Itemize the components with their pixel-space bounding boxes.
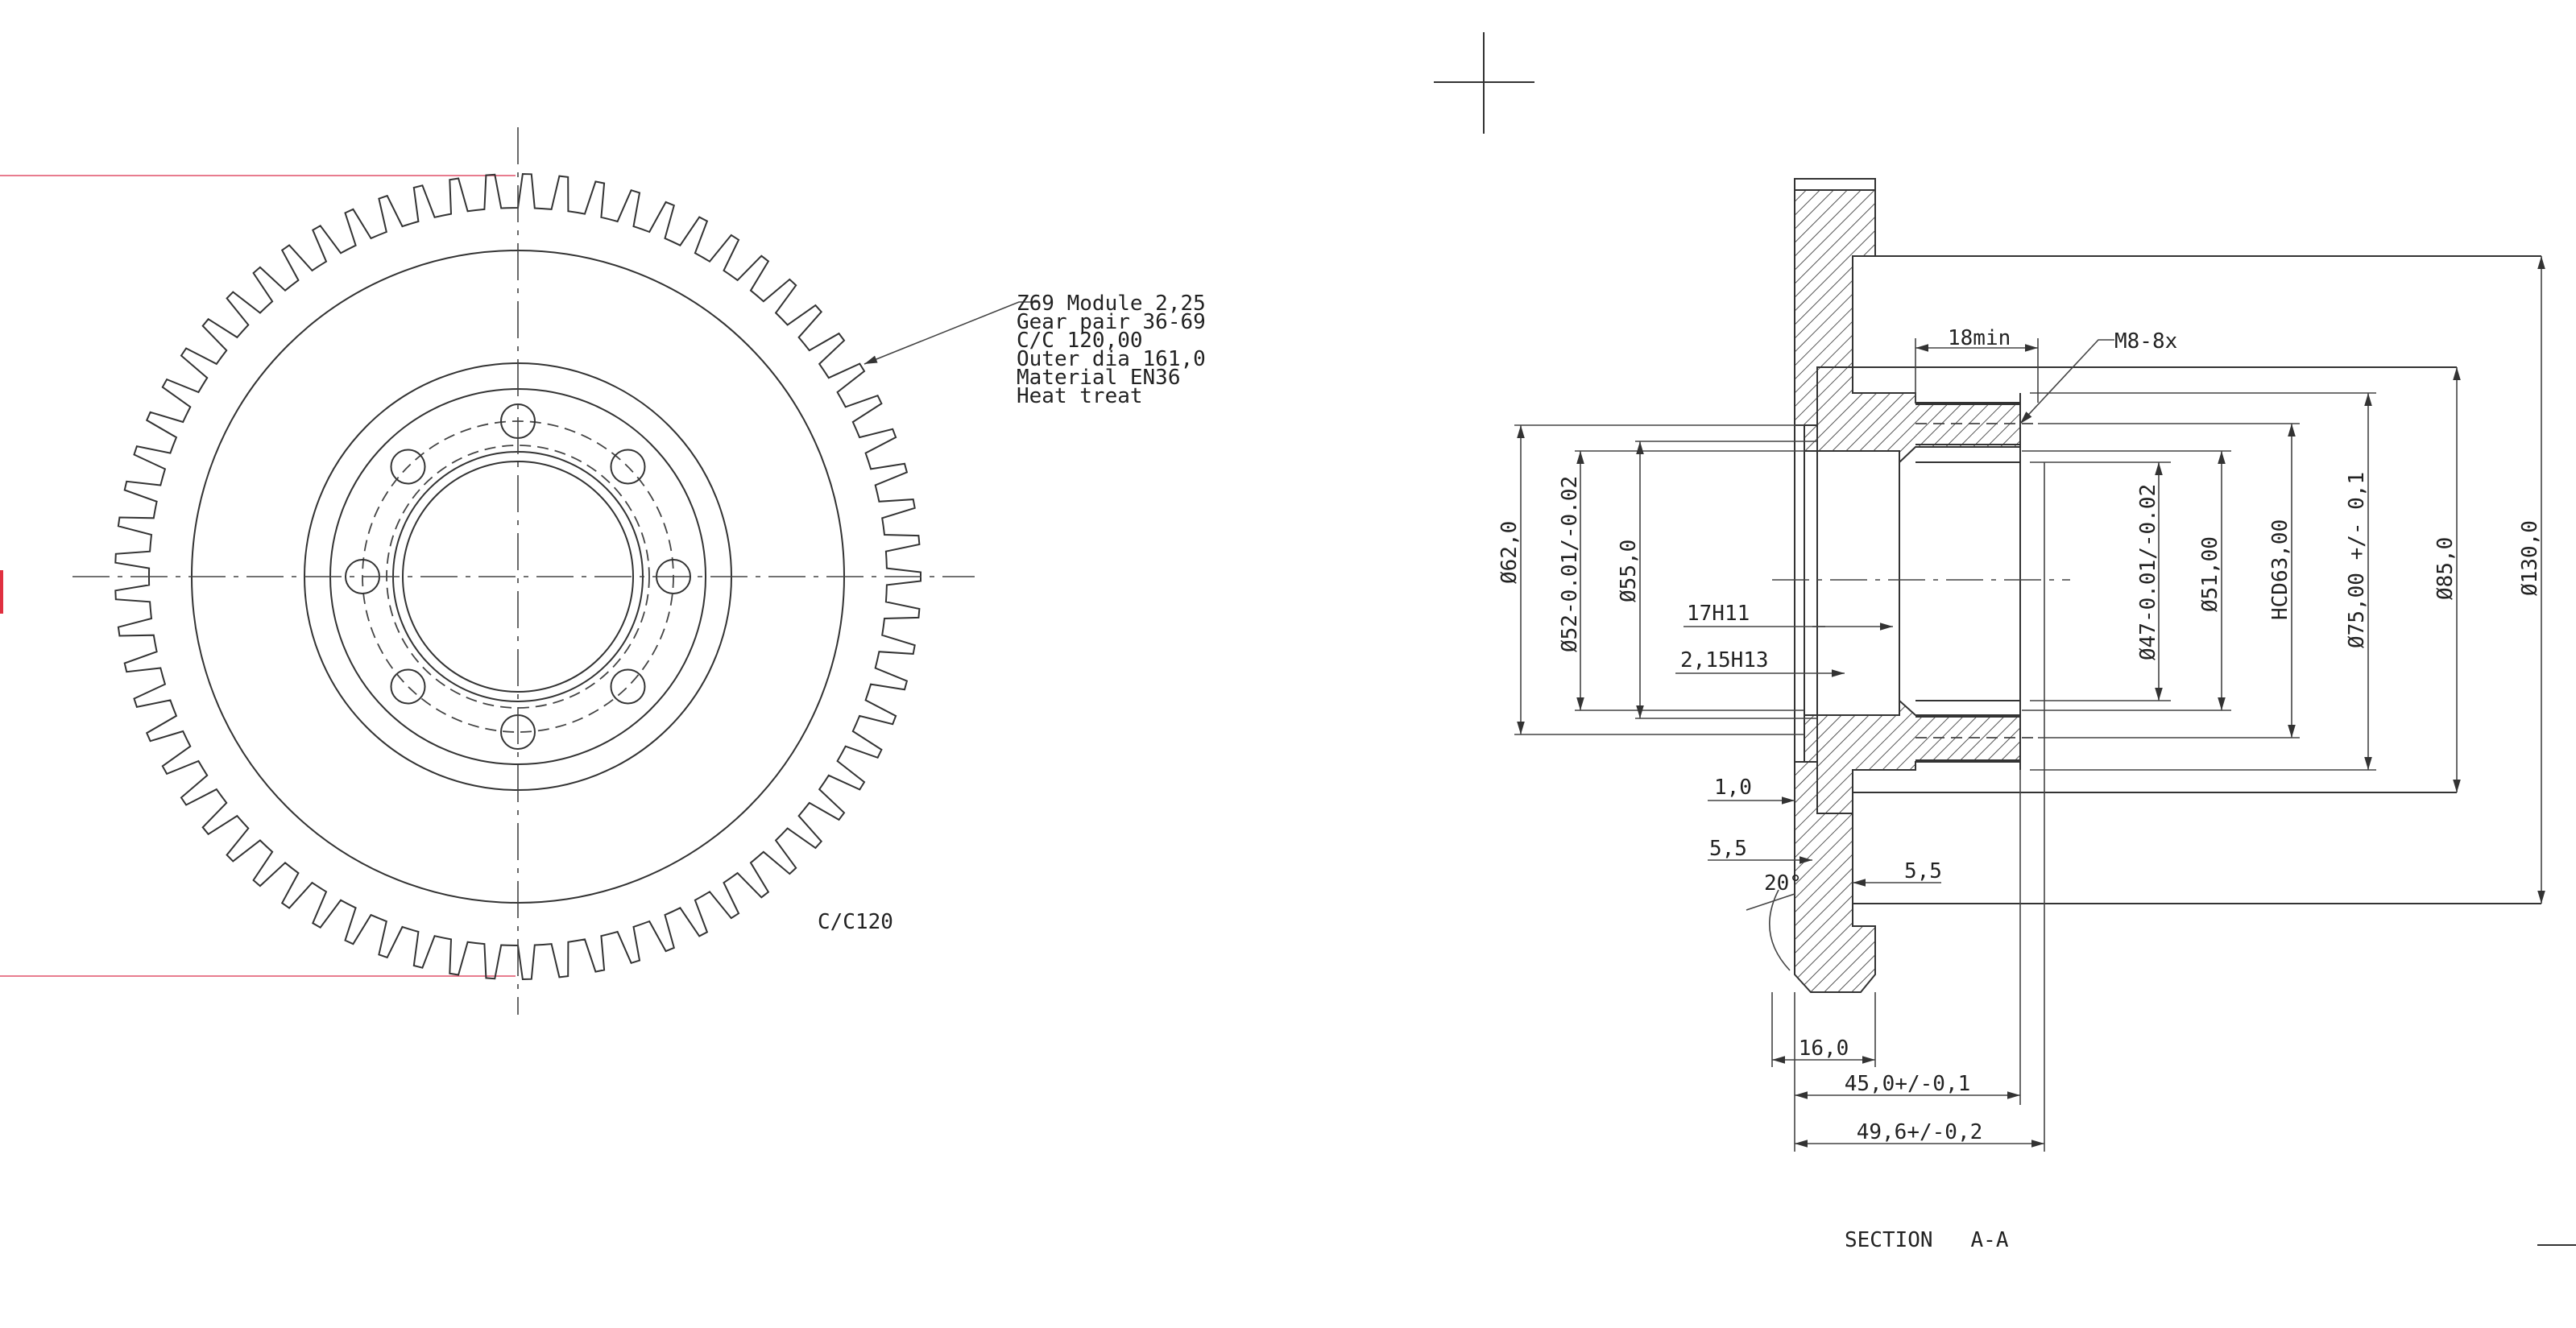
dim-215h13: 2,15H13 <box>1680 648 1769 672</box>
dim-d55: Ø55,0 <box>1617 540 1641 602</box>
dim-d130: Ø130,0 <box>2518 520 2542 596</box>
gear-note-leader <box>863 301 1039 365</box>
dim-d85: Ø85,0 <box>2433 537 2458 600</box>
dim-d75: Ø75,00 +/- 0,1 <box>2345 472 2369 648</box>
dim-45-0: 45,0+/-0,1 <box>1845 1072 1971 1096</box>
dim-20deg: 20° <box>1764 871 1802 896</box>
cc-label: C/C120 <box>818 910 893 934</box>
gear-note-line-5: Material EN36 <box>1017 366 1181 390</box>
gear-teeth-outline <box>114 172 921 981</box>
section-outline <box>1794 190 2541 974</box>
lower-dims: 1,0 5,5 5,5 20° 16,0 45,0+/-0,1 49,6+/-0… <box>1708 462 2045 1152</box>
bolt-hole <box>390 668 426 705</box>
hub-lower-hatch <box>1804 698 2021 814</box>
bore-inner-circle <box>402 461 634 693</box>
top-dims: 18min M8-8x <box>1915 326 2177 424</box>
groove-dims: 17H11 2,15H13 <box>1675 602 1893 677</box>
hub-upper-hatch <box>1804 366 2021 465</box>
gear-note-line-1: Z69 Module 2,25 <box>1017 292 1206 316</box>
threaded-holes <box>1915 403 2038 761</box>
dim-49-6: 49,6+/-0,2 <box>1857 1120 1983 1144</box>
dim-1-0: 1,0 <box>1714 776 1752 800</box>
dim-5-5-right: 5,5 <box>1904 859 1942 883</box>
bolt-hole <box>610 449 646 485</box>
section-view: Ø62,0 Ø52-0.01/-0.02 Ø55,0 17H11 2,15H13… <box>1497 178 2545 1252</box>
right-diameter-dims: Ø47-0.01/-0.02 Ø51,00 HCD63,00 Ø75,00 +/… <box>2022 256 2545 904</box>
dim-m8: M8-8x <box>2114 329 2177 354</box>
bolt-hole <box>390 449 426 485</box>
dim-17h11: 17H11 <box>1687 602 1750 626</box>
left-diameter-dims: Ø62,0 Ø52-0.01/-0.02 Ø55,0 <box>1497 424 1817 735</box>
dim-d52: Ø52-0.01/-0.02 <box>1558 476 1582 652</box>
dim-d62: Ø62,0 <box>1497 521 1522 584</box>
gear-note-line-2: Gear pair 36-69 <box>1017 310 1206 334</box>
dim-5-5-left: 5,5 <box>1709 837 1747 861</box>
dim-d47: Ø47-0.01/-0.02 <box>2136 484 2160 660</box>
dim-16-0: 16,0 <box>1799 1036 1849 1061</box>
gear-note-line-6: Heat treat <box>1017 384 1143 408</box>
gear-note-line-4: Outer dia 161,0 <box>1017 347 1206 371</box>
dim-18min: 18min <box>1948 326 2011 350</box>
section-title: SECTION A-A <box>1845 1228 2009 1252</box>
gear-note-line-3: C/C 120,00 <box>1017 329 1143 353</box>
dim-d51: Ø51,00 <box>2198 536 2222 612</box>
bolt-hole <box>610 668 646 705</box>
dim-hcd: HCD63,00 <box>2268 519 2292 620</box>
registration-crosshair <box>1434 32 1534 134</box>
gear-front-view: Z69 Module 2,25 Gear pair 36-69 C/C 120,… <box>0 127 1206 1015</box>
gear-rim-top-face <box>1794 178 1876 191</box>
